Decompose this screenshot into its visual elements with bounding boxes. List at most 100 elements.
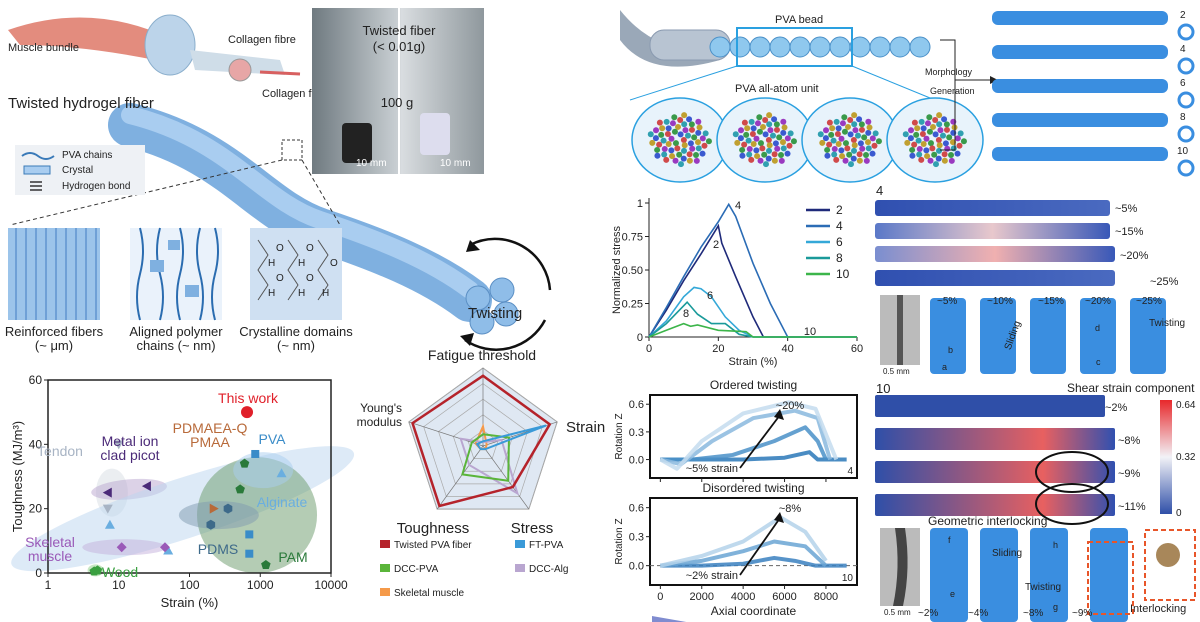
x-tick-label: 2000 (690, 591, 714, 603)
data-point (102, 487, 112, 498)
atom (908, 127, 915, 134)
atom (762, 116, 769, 123)
atom (875, 138, 882, 145)
atom (749, 131, 756, 138)
data-point (113, 440, 124, 450)
atom (930, 123, 937, 130)
snapshot-label: ~9% (1072, 608, 1093, 619)
atom (744, 125, 751, 132)
atom (866, 124, 873, 131)
atom (750, 140, 757, 147)
atom (856, 151, 863, 158)
hydrogen-bond-icon (30, 181, 42, 191)
atom (844, 145, 851, 152)
atom (688, 121, 695, 128)
atom (948, 157, 955, 164)
fiber-strain-5 (875, 200, 1110, 216)
data-point (159, 542, 170, 553)
atom (851, 121, 858, 128)
atom (946, 134, 953, 141)
y-axis-label: Toughness (MJ/m³) (10, 421, 25, 532)
atom (828, 131, 835, 138)
snapshot-label: ~2% (918, 608, 939, 619)
atom (705, 138, 712, 145)
chart-title: Disordered twisting (702, 481, 804, 495)
axis-label: Stress (511, 520, 554, 537)
data-point (102, 504, 113, 514)
data-point (261, 559, 271, 570)
atom (756, 128, 763, 135)
atom (771, 151, 778, 158)
annotation: ~5% strain (686, 463, 738, 475)
atom (652, 135, 659, 142)
atom (914, 125, 921, 132)
atom (663, 118, 670, 125)
data-point (245, 549, 254, 558)
atom (780, 129, 787, 136)
atom (748, 156, 755, 163)
pva-bead-icon (909, 36, 931, 58)
fiber-snapshot (930, 298, 966, 374)
x-tick-label: 20 (712, 343, 724, 355)
atom (909, 146, 916, 153)
knot-icon (1156, 543, 1180, 567)
atom (856, 116, 863, 123)
series-label: PDMS (198, 541, 238, 557)
x-tick-label: 10000 (314, 578, 348, 592)
atom (929, 145, 936, 152)
series-label: Tendon (37, 443, 83, 459)
legend-label: 4 (836, 219, 843, 233)
atom (660, 137, 667, 144)
fiber-count-label: 8 (1180, 112, 1186, 123)
atom (695, 118, 702, 125)
atom (762, 161, 769, 168)
snapshot-label: ~10% (987, 296, 1013, 307)
atom (957, 130, 964, 137)
atom (863, 152, 870, 159)
atom (767, 127, 774, 134)
annotation: ~20% (776, 400, 805, 412)
cluster-region (178, 501, 259, 530)
axis-label: Toughness (397, 520, 470, 537)
radar-axis (408, 421, 484, 447)
atom (923, 135, 930, 142)
generated-fiber (992, 79, 1168, 93)
interlock-highlight (1035, 451, 1109, 493)
atom (926, 114, 933, 121)
atom (685, 132, 692, 139)
atom (738, 127, 745, 134)
atom (907, 135, 914, 142)
atom (833, 156, 840, 163)
atom (671, 128, 678, 135)
series-trace (659, 515, 828, 568)
twisting-label: Twisting (1025, 582, 1062, 593)
atom (830, 137, 837, 144)
atom (831, 146, 838, 153)
chem-label: H (268, 258, 276, 269)
atom (823, 127, 830, 134)
atom (741, 119, 748, 126)
series-label: Wood (102, 564, 138, 580)
atom (927, 140, 934, 147)
atom (647, 131, 654, 138)
radar-series (411, 374, 552, 508)
atom (681, 142, 688, 149)
atom (739, 146, 746, 153)
fiber-snapshot (980, 528, 1018, 622)
fiber-snapshot (930, 528, 968, 622)
pva-chain-icon (21, 152, 55, 160)
axis-label: modulus (357, 415, 402, 429)
atom (688, 126, 695, 133)
weight-icon (342, 123, 372, 163)
corner-label: 10 (842, 573, 854, 584)
atom (762, 131, 769, 138)
morphology-bracket (940, 39, 990, 151)
atom (693, 157, 700, 164)
data-point (163, 545, 174, 555)
atom (659, 125, 666, 132)
atom (745, 137, 752, 144)
atom (656, 141, 663, 148)
atom (771, 157, 778, 164)
atom (855, 132, 862, 139)
